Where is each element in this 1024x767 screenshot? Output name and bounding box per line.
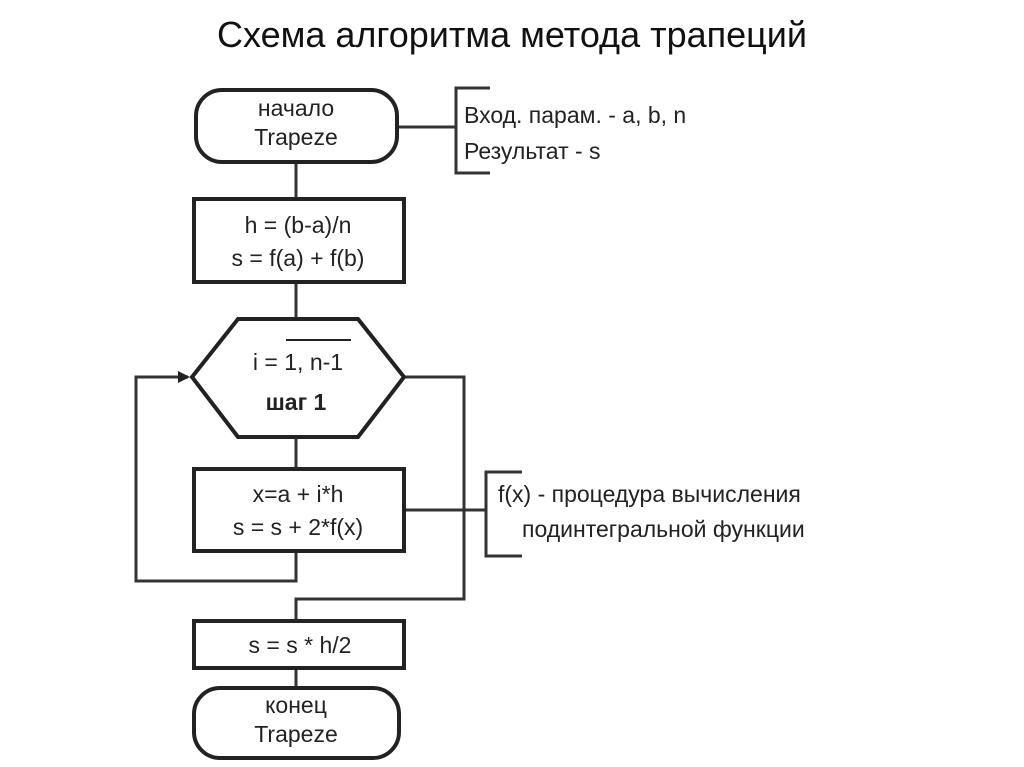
- body-line2: s = s + 2*f(x): [233, 514, 363, 540]
- loop-shape: [189, 317, 407, 439]
- connector-lines: [134, 125, 486, 688]
- params-note-line2: Результат - s: [464, 138, 601, 164]
- page-title: Схема алгоритма метода трапеций: [217, 14, 807, 55]
- start-label-line1: начало: [258, 95, 334, 121]
- loop-header: i = 1, n-1 шаг 1: [189, 317, 407, 439]
- end-label-line1: конец: [265, 692, 327, 718]
- init-shape: [192, 197, 406, 284]
- final-shape: [192, 619, 406, 670]
- body-shape: [192, 467, 406, 553]
- loop-range-text: i = 1, n-1: [253, 349, 343, 375]
- init-line1: h = (b-a)/n: [245, 212, 352, 238]
- start-shape: [194, 88, 399, 164]
- loop-back-line: [134, 371, 298, 583]
- body-block: x=a + i*h s = s + 2*f(x): [192, 467, 406, 553]
- body-line1: x=a + i*h: [253, 481, 344, 507]
- init-line2: s = f(a) + f(b): [232, 245, 365, 271]
- end-label-line2: Trapeze: [254, 721, 338, 747]
- loop-var: i =: [253, 349, 284, 375]
- function-note-line1: f(x) - процедура вычисления: [498, 481, 801, 507]
- loop-exit-line: [294, 375, 466, 621]
- init-block: h = (b-a)/n s = f(a) + f(b): [192, 197, 406, 284]
- final-block: s = s * h/2: [192, 619, 406, 670]
- start-terminator: начало Trapeze: [194, 88, 399, 164]
- final-line1: s = s * h/2: [249, 632, 352, 658]
- end-terminator: конец Trapeze: [192, 686, 401, 760]
- params-note: Вход. парам. - a, b, n Результат - s: [454, 86, 686, 175]
- loop-step-text: шаг 1: [266, 389, 327, 415]
- function-note: f(x) - процедура вычисления подинтеграль…: [484, 470, 805, 558]
- params-note-line1: Вход. парам. - a, b, n: [464, 102, 686, 128]
- function-note-line2: подинтегральной функции: [522, 516, 805, 542]
- start-label-line2: Trapeze: [254, 124, 338, 150]
- end-shape: [192, 686, 401, 760]
- loop-range: 1, n-1: [284, 349, 343, 375]
- params-note-bracket: [454, 86, 490, 175]
- function-note-bracket: [484, 470, 522, 558]
